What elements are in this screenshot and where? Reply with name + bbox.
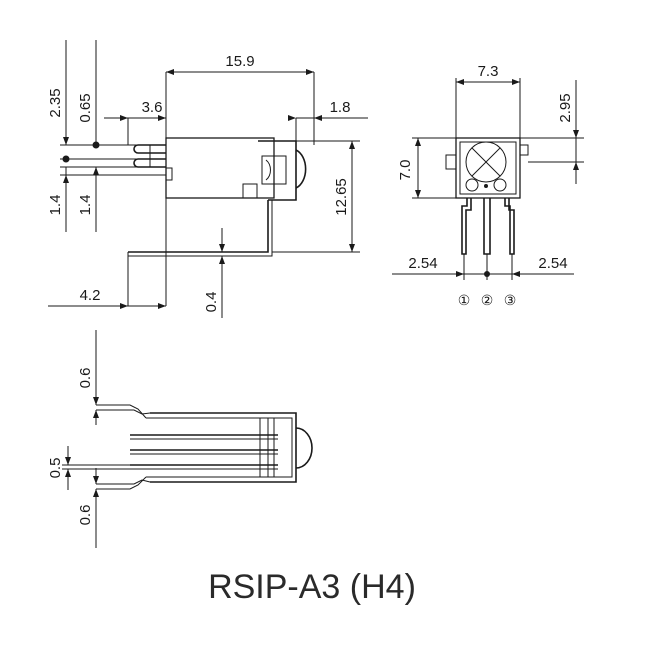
model-title: RSIP-A3 (H4) (208, 568, 416, 606)
top-lens (295, 427, 313, 469)
dim-top-065-label: 0.65 (77, 93, 94, 122)
dim-front-pitch-left-label: 2.54 (408, 255, 437, 272)
dim-top-235-label: 2.35 (47, 88, 64, 117)
dim-top-upper-label: 0.6 (77, 368, 94, 389)
pin-label-3: ③ (504, 292, 517, 308)
dim-lead-42-label: 4.2 (80, 287, 101, 304)
dim-lead-04-label: 0.4 (203, 292, 220, 313)
dim-front-pitch-right-label: 2.54 (538, 255, 567, 272)
pin-label-1: ① (458, 292, 471, 308)
front-body (455, 137, 521, 199)
side-lens-holder (258, 140, 297, 201)
pin-label-2: ② (481, 292, 494, 308)
dim-front-height-label: 7.0 (397, 160, 414, 181)
top-view: 0.6 0.5 0.6 (47, 330, 313, 548)
front-view: 7.3 7.0 2.95 2.54 2.54 ① ② ③ (392, 63, 584, 308)
side-body (165, 137, 275, 199)
front-pin-3 (504, 198, 515, 255)
dim-top-gap-label: 0.5 (47, 458, 64, 479)
dim-top-lower-label: 0.6 (77, 505, 94, 526)
front-pin-1 (461, 198, 472, 255)
dim-length-label: 15.9 (225, 53, 254, 70)
dim-front-top-label: 2.95 (557, 93, 574, 122)
side-view: 15.9 3.6 1.8 12.65 2.35 0.65 (47, 40, 368, 318)
front-lens (465, 141, 507, 183)
top-housing (150, 412, 297, 483)
side-lead (128, 200, 269, 253)
dim-pin-offset-label: 3.6 (142, 99, 163, 116)
dim-pitch-right-label: 1.4 (77, 195, 94, 216)
dim-pitch-left-label: 1.4 (47, 195, 64, 216)
dim-front-width-label: 7.3 (478, 63, 499, 80)
side-lens (295, 149, 307, 189)
front-pin-2 (483, 198, 491, 255)
side-small-pad (242, 183, 258, 199)
dim-height-label: 12.65 (333, 178, 350, 216)
dim-lens-offset-label: 1.8 (330, 99, 351, 116)
